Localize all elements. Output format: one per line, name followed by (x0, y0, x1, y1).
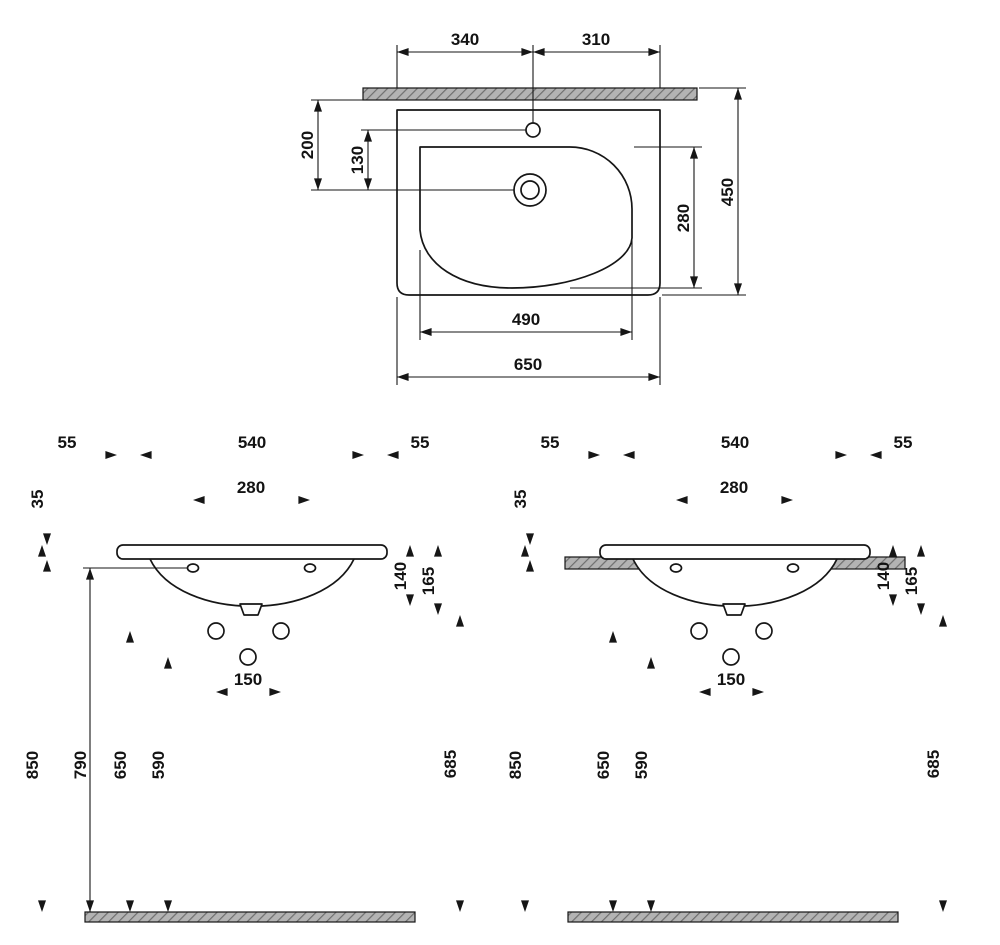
fvl-bowl-height-label: 140 (391, 562, 410, 590)
tap-hole (525, 122, 541, 138)
fvr-rim-height-label: 850 (506, 751, 525, 779)
fvl-rim-thickness-label: 35 (28, 490, 47, 509)
fvr-margin-right-label: 55 (894, 433, 913, 452)
front-view-wall-mount: 55 540 55 35 280 150 140 165 685 850 790… (23, 433, 468, 923)
fvr-underside-clearance-label: 685 (924, 750, 943, 778)
sink-front-geometry (567, 544, 899, 923)
fvr-supply-height-label: 650 (594, 751, 613, 779)
fvr-fixing-span-label: 540 (721, 433, 749, 452)
fvr-supply-span-label: 150 (717, 670, 745, 689)
fvl-margin-right-label: 55 (411, 433, 430, 452)
fvr-taphole-span-label: 280 (720, 478, 748, 497)
fvr-bowl-height-label: 140 (874, 562, 893, 590)
sink-front-geometry (84, 544, 416, 923)
tv-drain-depth-label: 200 (298, 131, 317, 159)
top-view: 340 310 200 130 280 450 490 650 (298, 30, 746, 385)
drain-inner (520, 180, 540, 200)
fvr-outlet-height-label: 165 (902, 567, 921, 595)
fvl-underside-clearance-label: 685 (441, 750, 460, 778)
fvl-fixing-height-label: 790 (71, 751, 90, 779)
fvr-waste-height-label: 590 (632, 751, 651, 779)
fvr-margin-left-label: 55 (541, 433, 560, 452)
fvl-fixing-span-label: 540 (238, 433, 266, 452)
tv-overall-depth-label: 450 (718, 178, 737, 206)
top-view-dimension-lines (311, 45, 746, 385)
tv-tap-to-drain-label: 130 (348, 146, 367, 174)
tv-back-span-right-label: 310 (582, 30, 610, 49)
basin-outline (419, 146, 633, 289)
tv-back-span-left-label: 340 (451, 30, 479, 49)
front-view-dimension-lines (35, 448, 468, 912)
fvl-supply-height-label: 650 (111, 751, 130, 779)
fvl-rim-height-label: 850 (23, 751, 42, 779)
tv-bowl-depth-label: 280 (674, 204, 693, 232)
fvl-taphole-span-label: 280 (237, 478, 265, 497)
front-view-countertop: 55 540 55 35 280 150 140 165 685 850 650… (506, 433, 951, 923)
wall-section-bar (362, 87, 698, 101)
tv-bowl-width-label: 490 (512, 310, 540, 329)
fvl-outlet-height-label: 165 (419, 567, 438, 595)
fvl-margin-left-label: 55 (58, 433, 77, 452)
fvr-rim-thickness-label: 35 (511, 490, 530, 509)
fvl-waste-height-label: 590 (149, 751, 168, 779)
tv-overall-width-label: 650 (514, 355, 542, 374)
fvl-supply-span-label: 150 (234, 670, 262, 689)
